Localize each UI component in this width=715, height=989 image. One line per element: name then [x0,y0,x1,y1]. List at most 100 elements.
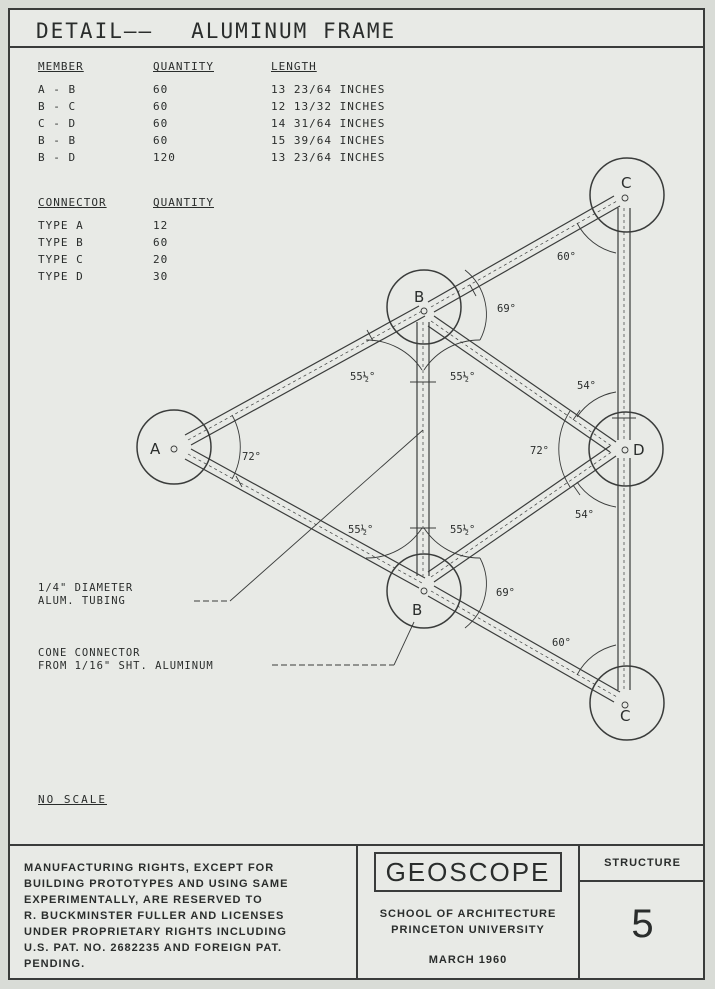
school-line-2: PRINCETON UNIVERSITY [391,924,545,936]
quantity-cell: 120 [153,151,176,164]
connector-cell: TYPE D [38,270,84,283]
member-cell: B - D [38,151,77,164]
node-d-hole [621,446,629,454]
angle-d-top: 54° [577,380,596,392]
quantity-cell: 60 [153,100,169,113]
title-block: MANUFACTURING RIGHTS, EXCEPT FOR BUILDIN… [10,844,705,980]
length-cell: 14 31/64 INCHES [271,117,386,130]
node-b-top-hole [420,307,428,315]
node-a-hole [170,445,178,453]
members-table-header: MEMBER QUANTITY LENGTH [38,60,385,77]
quantity-cell: 60 [153,134,169,147]
drawing-title: DETAIL—— ALUMINUM FRAME [10,10,703,48]
sheet-number: 5 [631,902,654,946]
tubing-callout-line-1: 1/4" DIAMETER [38,582,134,594]
table-row: B - C 60 12 13/32 INCHES [38,100,385,117]
rights-line: UNDER PROPRIETARY RIGHTS INCLUDING [24,926,287,938]
node-b-bottom-connector [386,553,462,629]
node-c-bottom-connector [589,665,665,741]
node-b-bottom-hole [420,587,428,595]
tube-b-c-bottom [427,585,621,703]
header-connector: CONNECTOR [38,196,107,209]
node-b-top-connector [386,269,462,345]
rights-line: PENDING. [24,958,86,970]
rights-line: U.S. PAT. NO. 2682235 AND FOREIGN PAT. [24,942,283,954]
rights-notice: MANUFACTURING RIGHTS, EXCEPT FOR BUILDIN… [10,846,358,980]
title-dash: —— [123,19,154,43]
sheet-block: STRUCTURE 5 [580,846,705,980]
header-quantity: QUANTITY [153,196,214,209]
angle-b-top-right: 55½° [450,371,475,383]
title-part-aluminum-frame: ALUMINUM FRAME [191,19,397,43]
rights-line: BUILDING PROTOTYPES AND USING SAME [24,878,289,890]
node-c-bottom-hole [621,701,629,709]
node-d-connector [588,411,664,487]
angle-d-left: 72° [530,445,549,457]
rights-line: EXPERIMENTALLY, ARE RESERVED TO [24,894,263,906]
angle-c-bottom: 60° [552,637,571,649]
tube-a-b-bottom [184,448,426,589]
member-cell: B - C [38,100,77,113]
table-row: TYPE D 30 [38,270,214,287]
drawing-sheet: DETAIL—— ALUMINUM FRAME MEMBER QUANTITY L… [8,8,705,980]
angle-a: 72° [242,451,261,463]
quantity-cell: 20 [153,253,169,266]
tube-b-b [416,322,430,576]
connectors-table: CONNECTOR QUANTITY TYPE A 12 TYPE B 60 TYP… [38,196,214,287]
node-d-label: D [633,441,645,459]
angle-b-top-outer: 69° [497,303,516,315]
header-member: MEMBER [38,60,84,73]
table-row: A - B 60 13 23/64 INCHES [38,83,385,100]
cone-leader [272,621,415,666]
school-name: SCHOOL OF ARCHITECTURE PRINCETON UNIVERS… [358,906,578,938]
section-label: STRUCTURE [580,846,705,882]
node-c-bottom-label: C [620,707,630,725]
node-a-label: A [150,440,161,458]
frame-diagram: .tube { stroke:#3a3c3b; stroke-width:1.2… [136,157,665,741]
angle-d-bottom: 54° [575,509,594,521]
member-cell: C - D [38,117,77,130]
tube-ticks [235,284,636,529]
angle-b-bottom-left: 55½° [348,524,373,536]
member-cell: A - B [38,83,77,96]
length-cell: 13 23/64 INCHES [271,151,386,164]
tube-c-d-top [617,208,631,440]
quantity-cell: 60 [153,236,169,249]
node-c-top-label: C [621,174,631,192]
length-cell: 12 13/32 INCHES [271,100,386,113]
angle-c-top: 60° [557,251,576,263]
length-cell: 13 23/64 INCHES [271,83,386,96]
connector-cell: TYPE B [38,236,84,249]
table-row: TYPE A 12 [38,219,214,236]
angle-arcs [231,222,617,676]
table-row: TYPE C 20 [38,253,214,270]
project-block: GEOSCOPE SCHOOL OF ARCHITECTURE PRINCETO… [358,846,580,980]
cone-callout-line-2: FROM 1/16" SHT. ALUMINUM [38,660,214,672]
quantity-cell: 30 [153,270,169,283]
connectors-table-header: CONNECTOR QUANTITY [38,196,214,213]
connector-cell: TYPE A [38,219,84,232]
title-part-detail: DETAIL [36,19,124,43]
table-row: TYPE B 60 [38,236,214,253]
drawing-date: MARCH 1960 [428,954,508,966]
header-quantity: QUANTITY [153,60,214,73]
quantity-cell: 60 [153,83,169,96]
node-c-top-hole [621,194,629,202]
length-cell: 15 39/64 INCHES [271,134,386,147]
cone-callout-line-1: CONE CONNECTOR [38,647,141,659]
quantity-cell: 12 [153,219,169,232]
tubing-callout-line-2: ALUM. TUBING [38,595,126,607]
no-scale-note: NO SCALE [38,793,107,806]
connector-cell: TYPE C [38,253,84,266]
node-b-top-label: B [414,288,424,306]
angle-b-bottom-right: 55½° [450,524,475,536]
node-b-bottom-label: B [412,601,422,619]
angle-b-bottom-outer: 69° [496,587,515,599]
tubing-leader [194,429,424,602]
node-c-top-connector [589,157,665,233]
table-row: C - D 60 14 31/64 INCHES [38,117,385,134]
quantity-cell: 60 [153,117,169,130]
members-table: MEMBER QUANTITY LENGTH A - B 60 13 23/64 I… [38,60,385,168]
tube-a-b-top [184,305,426,446]
